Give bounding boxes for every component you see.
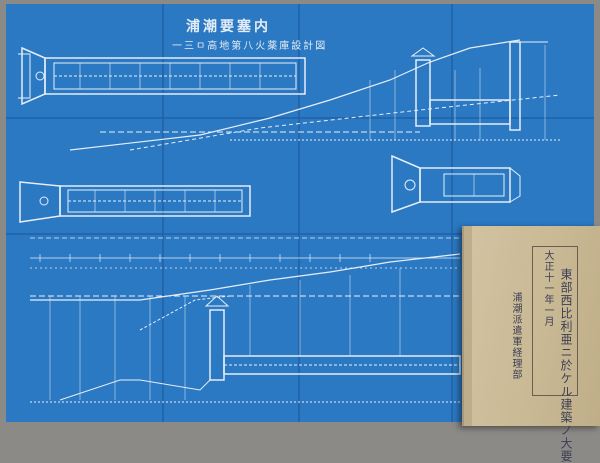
- booklet-spine: [464, 226, 472, 426]
- report-booklet: 大正十一年一月 東部西比利亜ニ於ケル建築ノ大要 浦潮派遣軍経理部: [462, 226, 600, 463]
- magazine-plan-right: [391, 154, 521, 214]
- magazine-section-top: [69, 39, 561, 151]
- booklet-author: 浦潮派遣軍経理部: [510, 292, 521, 380]
- blueprint-sheet: [6, 4, 594, 422]
- magazine-plan-middle: [19, 181, 251, 223]
- blueprint-subtitle: 一三ㅁ高地第八火薬庫設計図: [172, 41, 328, 52]
- fold-lines: [6, 4, 594, 422]
- magazine-plan-top: [18, 46, 306, 106]
- booklet-title: 東部西比利亜ニ於ケル建築ノ大要: [559, 268, 573, 463]
- booklet-title-label: [532, 246, 578, 396]
- blueprint-title: 浦潮要塞内: [186, 19, 271, 35]
- magazine-section-bottom: [30, 253, 461, 403]
- dimension-band: [30, 237, 460, 269]
- photo-scene: 浦潮要塞内 一三ㅁ高地第八火薬庫設計図 大正十一年一月 東部西比利亜ニ於ケル建築…: [6, 4, 600, 463]
- booklet-date: 大正十一年一月: [542, 250, 553, 327]
